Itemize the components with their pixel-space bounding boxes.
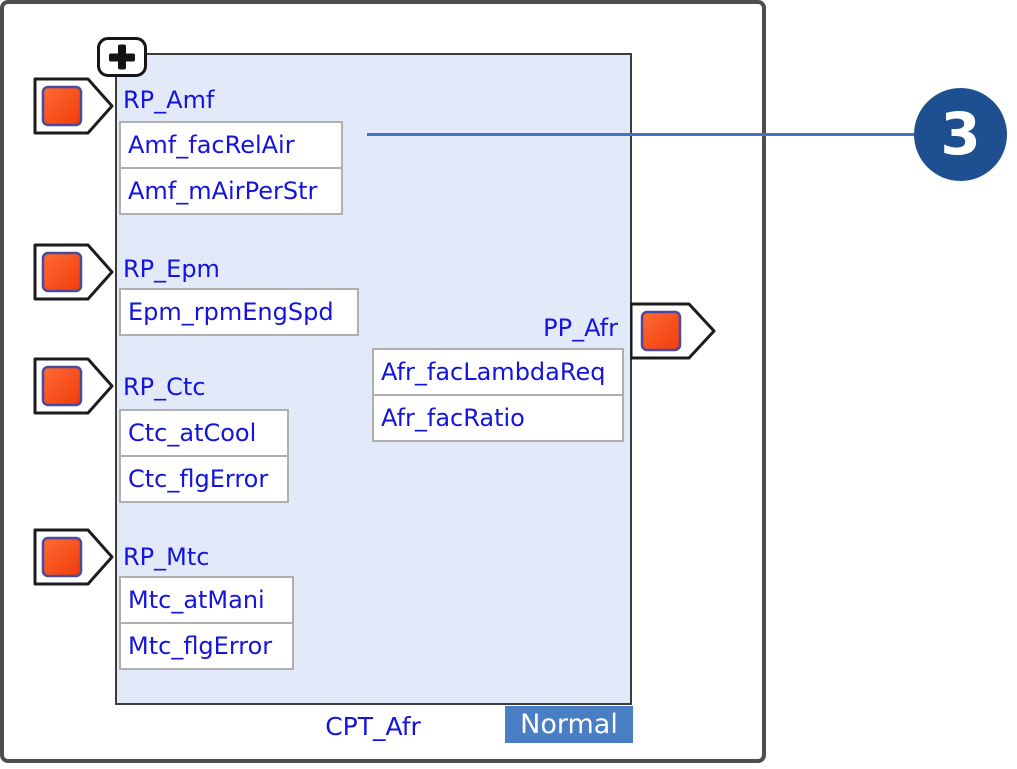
signal-stack-afr: Afr_facLambdaReq Afr_facRatio <box>372 348 624 442</box>
signal-epm-rpmengspd[interactable]: Epm_rpmEngSpd <box>119 288 359 336</box>
component-name-label: CPT_Afr <box>325 712 421 741</box>
port-tag-pp-afr[interactable] <box>630 302 716 360</box>
port-label-pp-afr: PP_Afr <box>543 314 618 342</box>
signal-amf-mairperstr[interactable]: Amf_mAirPerStr <box>119 167 343 215</box>
orange-square-icon <box>41 536 83 578</box>
signal-afr-faclambdareq[interactable]: Afr_facLambdaReq <box>372 348 624 396</box>
signal-mtc-flgerror[interactable]: Mtc_flgError <box>119 622 294 670</box>
port-tag-rp-epm[interactable] <box>33 243 115 301</box>
signal-stack-amf: Amf_facRelAir Amf_mAirPerStr <box>119 121 343 215</box>
plus-icon <box>109 44 135 70</box>
signal-stack-epm: Epm_rpmEngSpd <box>119 288 359 336</box>
signal-stack-ctc: Ctc_atCool Ctc_flgError <box>119 409 289 503</box>
orange-square-icon <box>640 310 682 352</box>
callout-3-badge: 3 <box>914 88 1007 181</box>
signal-afr-facratio[interactable]: Afr_facRatio <box>372 394 624 442</box>
port-tag-rp-ctc[interactable] <box>33 357 115 415</box>
port-label-rp-ctc: RP_Ctc <box>123 373 206 401</box>
port-label-rp-epm: RP_Epm <box>123 255 220 283</box>
port-label-rp-mtc: RP_Mtc <box>123 543 210 571</box>
port-tag-rp-amf[interactable] <box>33 77 115 135</box>
orange-square-icon <box>41 251 83 293</box>
callout-line <box>367 133 918 136</box>
expand-button[interactable] <box>97 37 147 77</box>
signal-stack-mtc: Mtc_atMani Mtc_flgError <box>119 576 294 670</box>
orange-square-icon <box>41 365 83 407</box>
port-tag-rp-mtc[interactable] <box>33 528 115 586</box>
signal-ctc-flgerror[interactable]: Ctc_flgError <box>119 455 289 503</box>
state-badge: Normal <box>505 706 633 743</box>
orange-square-icon <box>41 85 83 127</box>
port-label-rp-amf: RP_Amf <box>123 86 215 114</box>
signal-mtc-atmani[interactable]: Mtc_atMani <box>119 576 294 624</box>
signal-ctc-atcool[interactable]: Ctc_atCool <box>119 409 289 457</box>
signal-amf-facrelair[interactable]: Amf_facRelAir <box>119 121 343 169</box>
component-cpt-afr[interactable]: RP_Amf Amf_facRelAir Amf_mAirPerStr RP_E… <box>115 53 632 705</box>
